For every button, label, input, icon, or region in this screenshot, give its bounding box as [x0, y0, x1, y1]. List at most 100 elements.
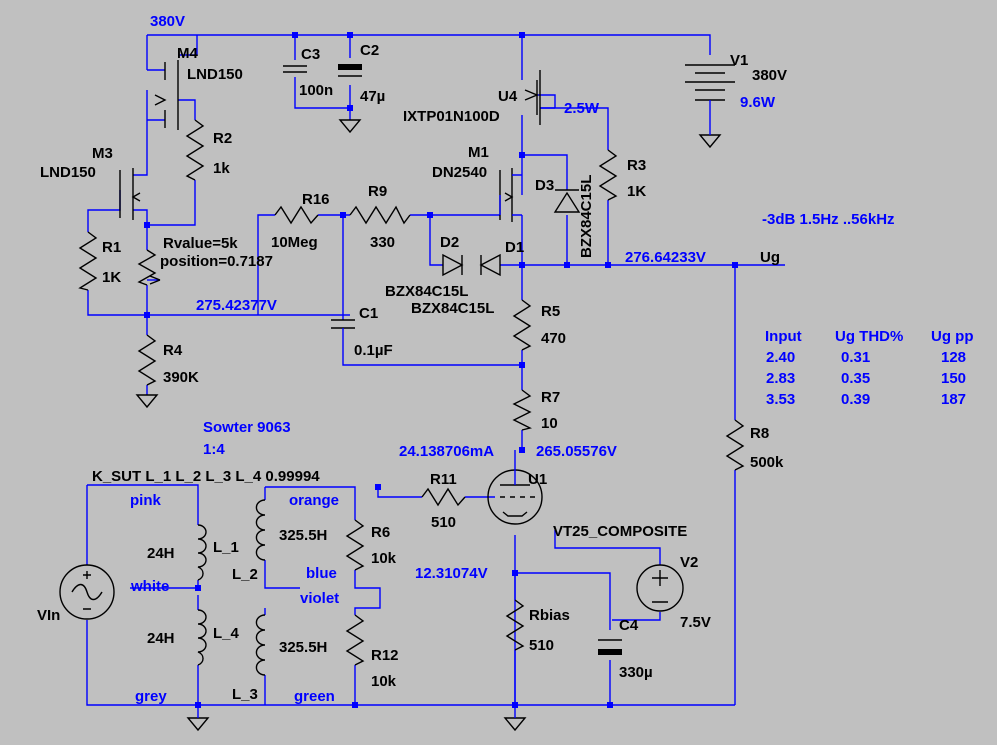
resistor-r2 [185, 119, 205, 181]
r12-ref: R12 [371, 647, 399, 664]
ground-symbol [135, 394, 159, 409]
table-cell: 0.31 [841, 349, 870, 366]
pot-value: Rvalue=5k [163, 235, 238, 252]
resistor-r7 [512, 389, 533, 431]
wire-green-label: green [294, 688, 335, 705]
wire-pink-label: pink [130, 492, 161, 509]
inductor-l1 [197, 524, 207, 581]
rbias-value: 510 [529, 637, 554, 654]
r7-value: 10 [541, 415, 558, 432]
potentiometer [137, 249, 157, 286]
transformer-ratio: 1:4 [203, 441, 225, 458]
battery-v1 [685, 64, 735, 101]
r12-value: 10k [371, 673, 397, 690]
mosfet-u4 [536, 70, 541, 125]
u1-value: VT25_COMPOSITE [553, 523, 687, 540]
c1-ref: C1 [359, 305, 378, 322]
rail-label: 380V [150, 13, 185, 30]
l4-ref: L_4 [213, 625, 240, 642]
table-cell: 0.35 [841, 370, 870, 387]
table-header-pp: Ug pp [931, 328, 974, 345]
r8-ref: R8 [750, 425, 769, 442]
resistor-rbias [505, 599, 525, 651]
u4-ref: U4 [498, 88, 518, 105]
inductor-l2 [255, 499, 266, 561]
r8-value: 500k [750, 454, 784, 471]
transformer-title: Sowter 9063 [203, 419, 291, 436]
resistor-r3 [598, 149, 618, 201]
l3-ref: L_3 [232, 686, 258, 703]
m4-value: LND150 [187, 66, 243, 83]
c3-ref: C3 [301, 46, 320, 63]
resistor-r12 [345, 614, 365, 666]
l2-ref: L_2 [232, 566, 258, 583]
c3-value: 100n [299, 82, 333, 99]
r11-ref: R11 [430, 471, 457, 488]
zener-d2 [442, 253, 464, 277]
capacitor-c1 [331, 319, 355, 329]
r1-value: 1K [102, 269, 121, 286]
rbias-ref: Rbias [529, 607, 570, 624]
resistor-r16 [274, 205, 319, 225]
v2-ref: V2 [680, 554, 698, 571]
r6-ref: R6 [371, 524, 390, 541]
r7-ref: R7 [541, 389, 560, 406]
inductor-l4 [197, 609, 207, 666]
voltage-source-vin [59, 564, 115, 620]
pot-position: position=0.7187 [160, 253, 273, 270]
r5-value: 470 [541, 330, 566, 347]
resistor-r11 [421, 487, 466, 507]
ground-symbol [503, 717, 527, 732]
u1-ref: U1 [528, 471, 547, 488]
resistor-r6 [345, 519, 365, 571]
d1-ref: D1 [505, 239, 524, 256]
c2-value: 47µ [360, 88, 385, 105]
c4-ref: C4 [619, 617, 639, 634]
l1-ref: L_1 [213, 539, 239, 556]
vin-ref: VIn [37, 607, 60, 624]
resistor-r9 [349, 205, 411, 225]
table-cell: 0.39 [841, 391, 870, 408]
mosfet-m3 [119, 168, 134, 220]
l3-value: 325.5H [279, 639, 327, 656]
voltage-source-v2 [636, 564, 684, 612]
table-header-input: Input [765, 328, 802, 345]
c2-ref: C2 [360, 42, 379, 59]
resistor-r5 [512, 299, 532, 351]
bandwidth-label: -3dB 1.5Hz ..56kHz [762, 211, 895, 228]
table-cell: 187 [941, 391, 966, 408]
coupling-directive: K_SUT L_1 L_2 L_3 L_4 0.99994 [92, 468, 320, 485]
components [59, 60, 745, 732]
mosfet-m1 [499, 168, 513, 222]
d3-ref: D3 [535, 177, 554, 194]
r4-value: 390K [163, 369, 199, 386]
table-header-thd: Ug THD% [835, 328, 903, 345]
l2-value: 325.5H [279, 527, 327, 544]
capacitor-c2 [338, 64, 362, 70]
ug-net-label: Ug [760, 249, 780, 266]
ground-symbol [338, 119, 362, 134]
inductor-l3 [255, 614, 266, 676]
resistor-r1 [78, 231, 98, 291]
anode-voltage: 265.05576V [536, 443, 617, 460]
wire-violet-label: violet [300, 590, 339, 607]
capacitor-c3 [283, 65, 307, 73]
r4-ref: R4 [163, 342, 183, 359]
resistor-r8 [725, 419, 745, 471]
cathode-voltage: 12.31074V [415, 565, 488, 582]
v1-value: 380V [752, 67, 787, 84]
zener-d1 [479, 253, 501, 277]
mosfet-m4 [164, 60, 179, 130]
wire-white-label: white [130, 578, 169, 595]
c4-value: 330µ [619, 664, 653, 681]
r5-ref: R5 [541, 303, 560, 320]
anode-current: 24.138706mA [399, 443, 494, 460]
table-cell: 2.40 [766, 349, 795, 366]
d3-part: BZX84C15L [578, 175, 595, 258]
r11-value: 510 [431, 514, 456, 531]
d2-ref: D2 [440, 234, 459, 251]
r16-value: 10Meg [271, 234, 318, 251]
r3-ref: R3 [627, 157, 646, 174]
